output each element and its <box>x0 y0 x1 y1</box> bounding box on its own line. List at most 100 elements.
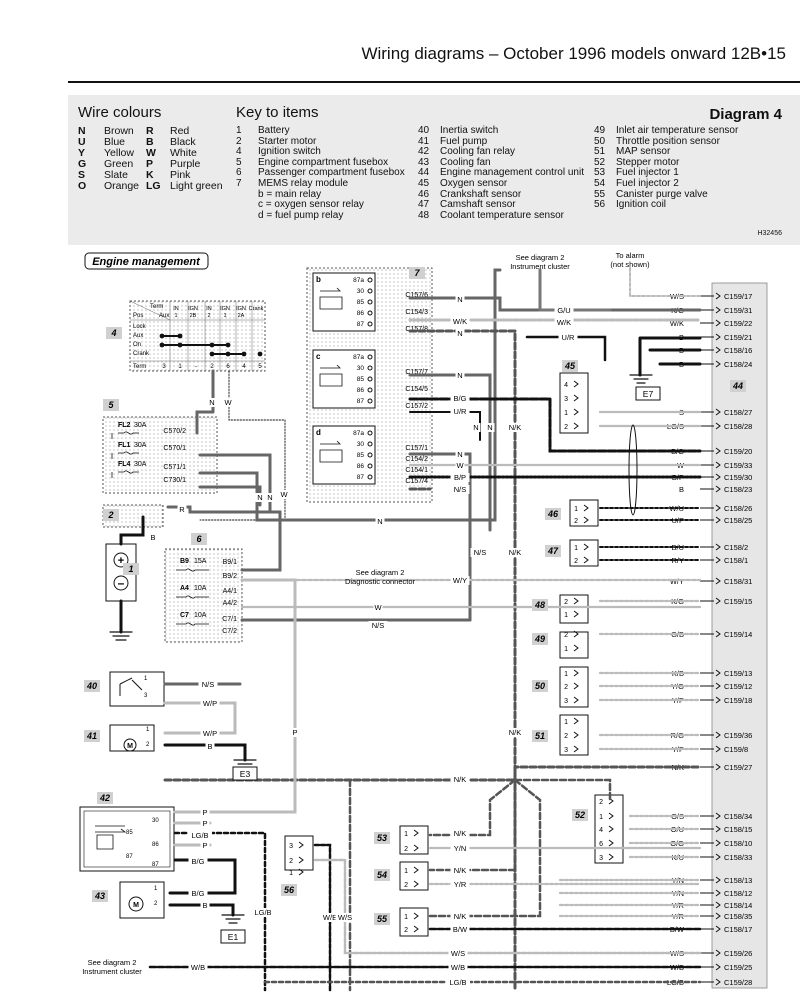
relay-connector: C154/2 <box>405 456 428 463</box>
key-number: 4 <box>236 146 242 158</box>
ecu-pin-label: C158/26 <box>724 504 752 513</box>
ecu-pin-arrow <box>700 745 721 753</box>
wire-label-bg <box>290 728 300 737</box>
item-badge-bg <box>532 680 548 692</box>
connector-pin-arrow <box>573 644 579 652</box>
item-badge-bg <box>84 680 100 692</box>
fuse-rating: 10A <box>194 612 207 619</box>
key-number: 56 <box>594 199 606 211</box>
colour-name: Yellow <box>104 147 134 159</box>
connector-pin-arrow <box>573 731 579 739</box>
colour-name: White <box>170 147 197 159</box>
note-see-diagram2-top: See diagram 2 <box>516 253 565 262</box>
ign-col-label: 1 <box>223 313 226 319</box>
diagram-notes: See diagram 2 Instrument cluster To alar… <box>82 251 650 976</box>
wire-label-bg <box>207 398 217 407</box>
ign-term: 2 <box>210 364 214 370</box>
wire-label-bg <box>200 841 210 850</box>
ecu-pin-label: C159/18 <box>724 696 752 705</box>
ecu-pin-label: C159/30 <box>724 473 752 482</box>
item-number: 4 <box>110 328 116 338</box>
ecu-pin-arrow <box>700 422 721 430</box>
colour-code: LG <box>146 180 161 192</box>
ecu-pin-arrow <box>700 963 721 971</box>
item-number: 53 <box>377 833 387 843</box>
relay-connector: C154/3 <box>405 309 428 316</box>
fuse-id: FL1 <box>118 442 131 449</box>
key-item: b = main relay <box>236 189 406 201</box>
wire-label-bg <box>664 318 688 327</box>
item-badge-bg <box>374 913 390 925</box>
ecu-pin-arrow <box>700 333 721 341</box>
item-number: 56 <box>284 885 295 895</box>
item-number: 46 <box>547 509 559 519</box>
item-badge-bg <box>103 509 119 521</box>
colour-name: Blue <box>104 136 126 148</box>
wire-label-bg <box>450 576 470 585</box>
ecu-pin-arrow <box>700 473 721 481</box>
connector-pin-arrow <box>413 844 419 852</box>
ign-row-label: On <box>133 342 141 348</box>
item-number: 52 <box>575 810 585 820</box>
ecu-pin-label: C158/2 <box>724 543 748 552</box>
item-badge-bg <box>97 792 113 804</box>
fuse-id: A4 <box>180 585 189 592</box>
key-description: Camshaft sensor <box>440 199 516 211</box>
relay-connector: C157/1 <box>405 445 428 452</box>
wire-colour-label: W <box>456 461 464 470</box>
key-number: 2 <box>236 135 242 147</box>
key-description: Fuel injector 1 <box>616 167 679 179</box>
connector-pin-arrow <box>573 394 579 402</box>
ign-term: 3 <box>162 364 166 370</box>
wire-label-bg <box>450 880 470 889</box>
item-badge-bg <box>532 730 548 742</box>
wire-label-bg <box>450 473 470 482</box>
page-header: Wiring diagrams – October 1996 models on… <box>0 0 800 80</box>
ign-col-label: IGN <box>188 306 198 312</box>
relay-terminal: 87a <box>353 354 364 361</box>
key-number: 44 <box>418 167 430 179</box>
item-badge-bg <box>191 533 207 545</box>
wire-colour-label: Y/N <box>454 844 467 853</box>
wire-colour-label: W/B <box>451 963 465 972</box>
page-title: Wiring diagrams – October 1996 models on… <box>361 44 786 63</box>
wire-colour-label: N <box>457 371 462 380</box>
colour-name: Brown <box>104 125 134 137</box>
wire-colour-label: N <box>473 423 478 432</box>
wire-label-bg <box>455 461 465 470</box>
colour-code: O <box>78 180 87 192</box>
earth-label: E3 <box>240 769 251 779</box>
wire-label-bg <box>200 808 210 817</box>
key-number: 53 <box>594 167 606 179</box>
wire-label-bg <box>223 398 233 407</box>
wire-label-bg <box>375 517 385 526</box>
wire-colour-label: W/K <box>453 317 467 326</box>
wire-colour-label: R <box>179 505 185 514</box>
wire-label-bg <box>450 829 470 838</box>
connector-pin-number: 1 <box>289 870 293 877</box>
wire-colour-label: B <box>150 533 155 542</box>
connector-pin-number: 2 <box>564 599 568 606</box>
wire-colour-label: W/P <box>203 729 217 738</box>
wire-label-bg <box>505 728 525 737</box>
key-number: 42 <box>418 146 430 158</box>
wire-colour-label: W/S <box>451 949 465 958</box>
ecu-pin-arrow <box>700 461 721 469</box>
connector-pin-arrow <box>573 630 579 638</box>
key-number: 51 <box>594 146 606 158</box>
ecu-pin-label: C158/24 <box>724 360 752 369</box>
connector-pin-number: 1 <box>404 831 408 838</box>
ecu-pin-label: C158/16 <box>724 346 752 355</box>
relay-pin <box>367 452 373 458</box>
ecu-pin-label: C159/20 <box>724 447 752 456</box>
item-badge-bg <box>409 267 425 279</box>
ign-hdr-aux: Aux <box>159 313 169 319</box>
ecu-wire-colour: W/K <box>670 319 684 328</box>
